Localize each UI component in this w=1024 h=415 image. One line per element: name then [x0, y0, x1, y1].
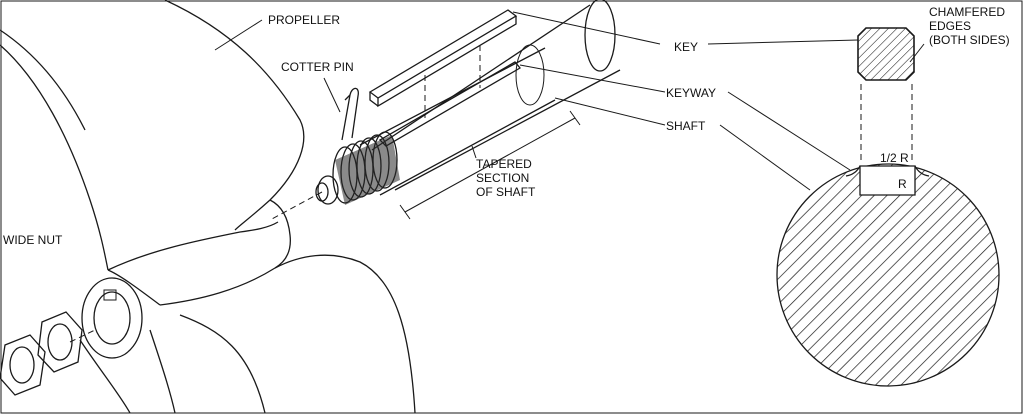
taper-dimension	[399, 110, 581, 220]
label-chamfered-line3: (BOTH SIDES)	[929, 33, 1010, 47]
label-tapered-line2: SECTION	[476, 171, 529, 185]
threads	[332, 131, 400, 205]
shaft-drawing	[269, 0, 621, 221]
cotter-pin-drawing	[341, 87, 359, 141]
label-key: KEY	[674, 40, 698, 54]
label-wide-nut: WIDE NUT	[3, 233, 63, 247]
leader-lines	[214, 11, 925, 191]
label-r: R	[898, 177, 907, 191]
label-shaft: SHAFT	[666, 119, 706, 133]
label-cotter-pin: COTTER PIN	[281, 60, 354, 74]
label-chamfered-line1: CHAMFERED	[929, 5, 1005, 19]
propeller-drawing	[0, 0, 416, 414]
label-chamfered-line2: EDGES	[929, 19, 971, 33]
shaft-cross-section	[776, 163, 1000, 387]
key-cross-section	[857, 27, 915, 164]
label-half-r: 1/2 R	[880, 151, 909, 165]
label-propeller: PROPELLER	[268, 13, 340, 27]
label-tapered-line3: OF SHAFT	[476, 185, 536, 199]
key-drawing	[368, 9, 518, 108]
wide-nut-drawing	[0, 311, 83, 396]
nut-centerline	[69, 329, 96, 343]
label-tapered-line1: TAPERED	[476, 157, 532, 171]
label-keyway: KEYWAY	[666, 86, 716, 100]
